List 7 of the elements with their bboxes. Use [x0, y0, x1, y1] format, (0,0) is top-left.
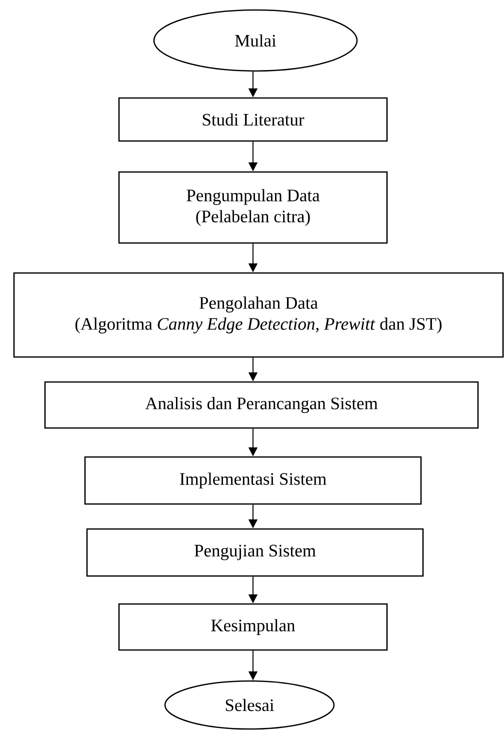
- process-box: Studi Literatur: [118, 97, 388, 142]
- process-box: Pengujian Sistem: [86, 528, 424, 577]
- process-box: Kesimpulan: [118, 603, 388, 651]
- process-box: Analisis dan Perancangan Sistem: [44, 381, 479, 429]
- process-box: Implementasi Sistem: [84, 456, 422, 505]
- process-box: Pengumpulan Data (Pelabelan citra): [118, 171, 388, 244]
- process-box: Pengolahan Data (Algoritma Canny Edge Detection, Prewitt dan JST): [13, 272, 504, 358]
